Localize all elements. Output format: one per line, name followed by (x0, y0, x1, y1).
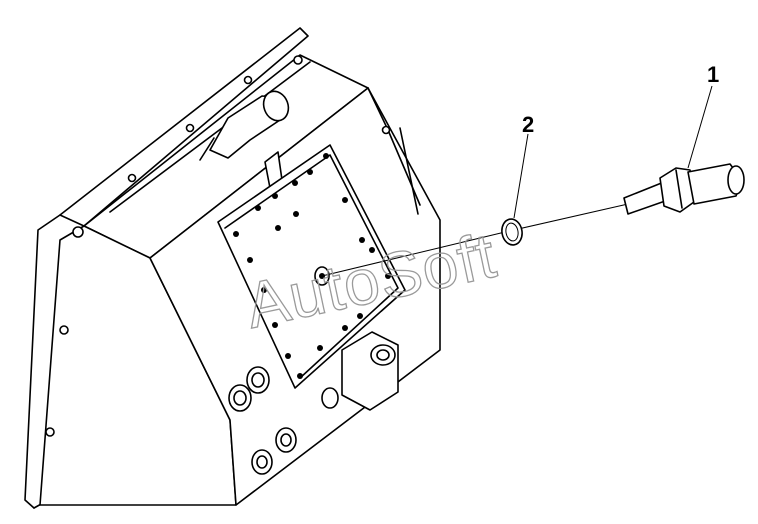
flange-bolts (45, 55, 391, 437)
leader-line-1 (687, 85, 713, 169)
filler-neck (199, 90, 290, 161)
cover-plate (217, 144, 406, 389)
leader-line-2 (513, 133, 529, 219)
callout-2: 2 (522, 112, 534, 137)
sealing-ring (501, 218, 523, 246)
outlet-fittings (228, 331, 399, 475)
sensor (623, 163, 745, 215)
callout-1: 1 (707, 62, 719, 87)
cover-bolts (233, 153, 391, 379)
